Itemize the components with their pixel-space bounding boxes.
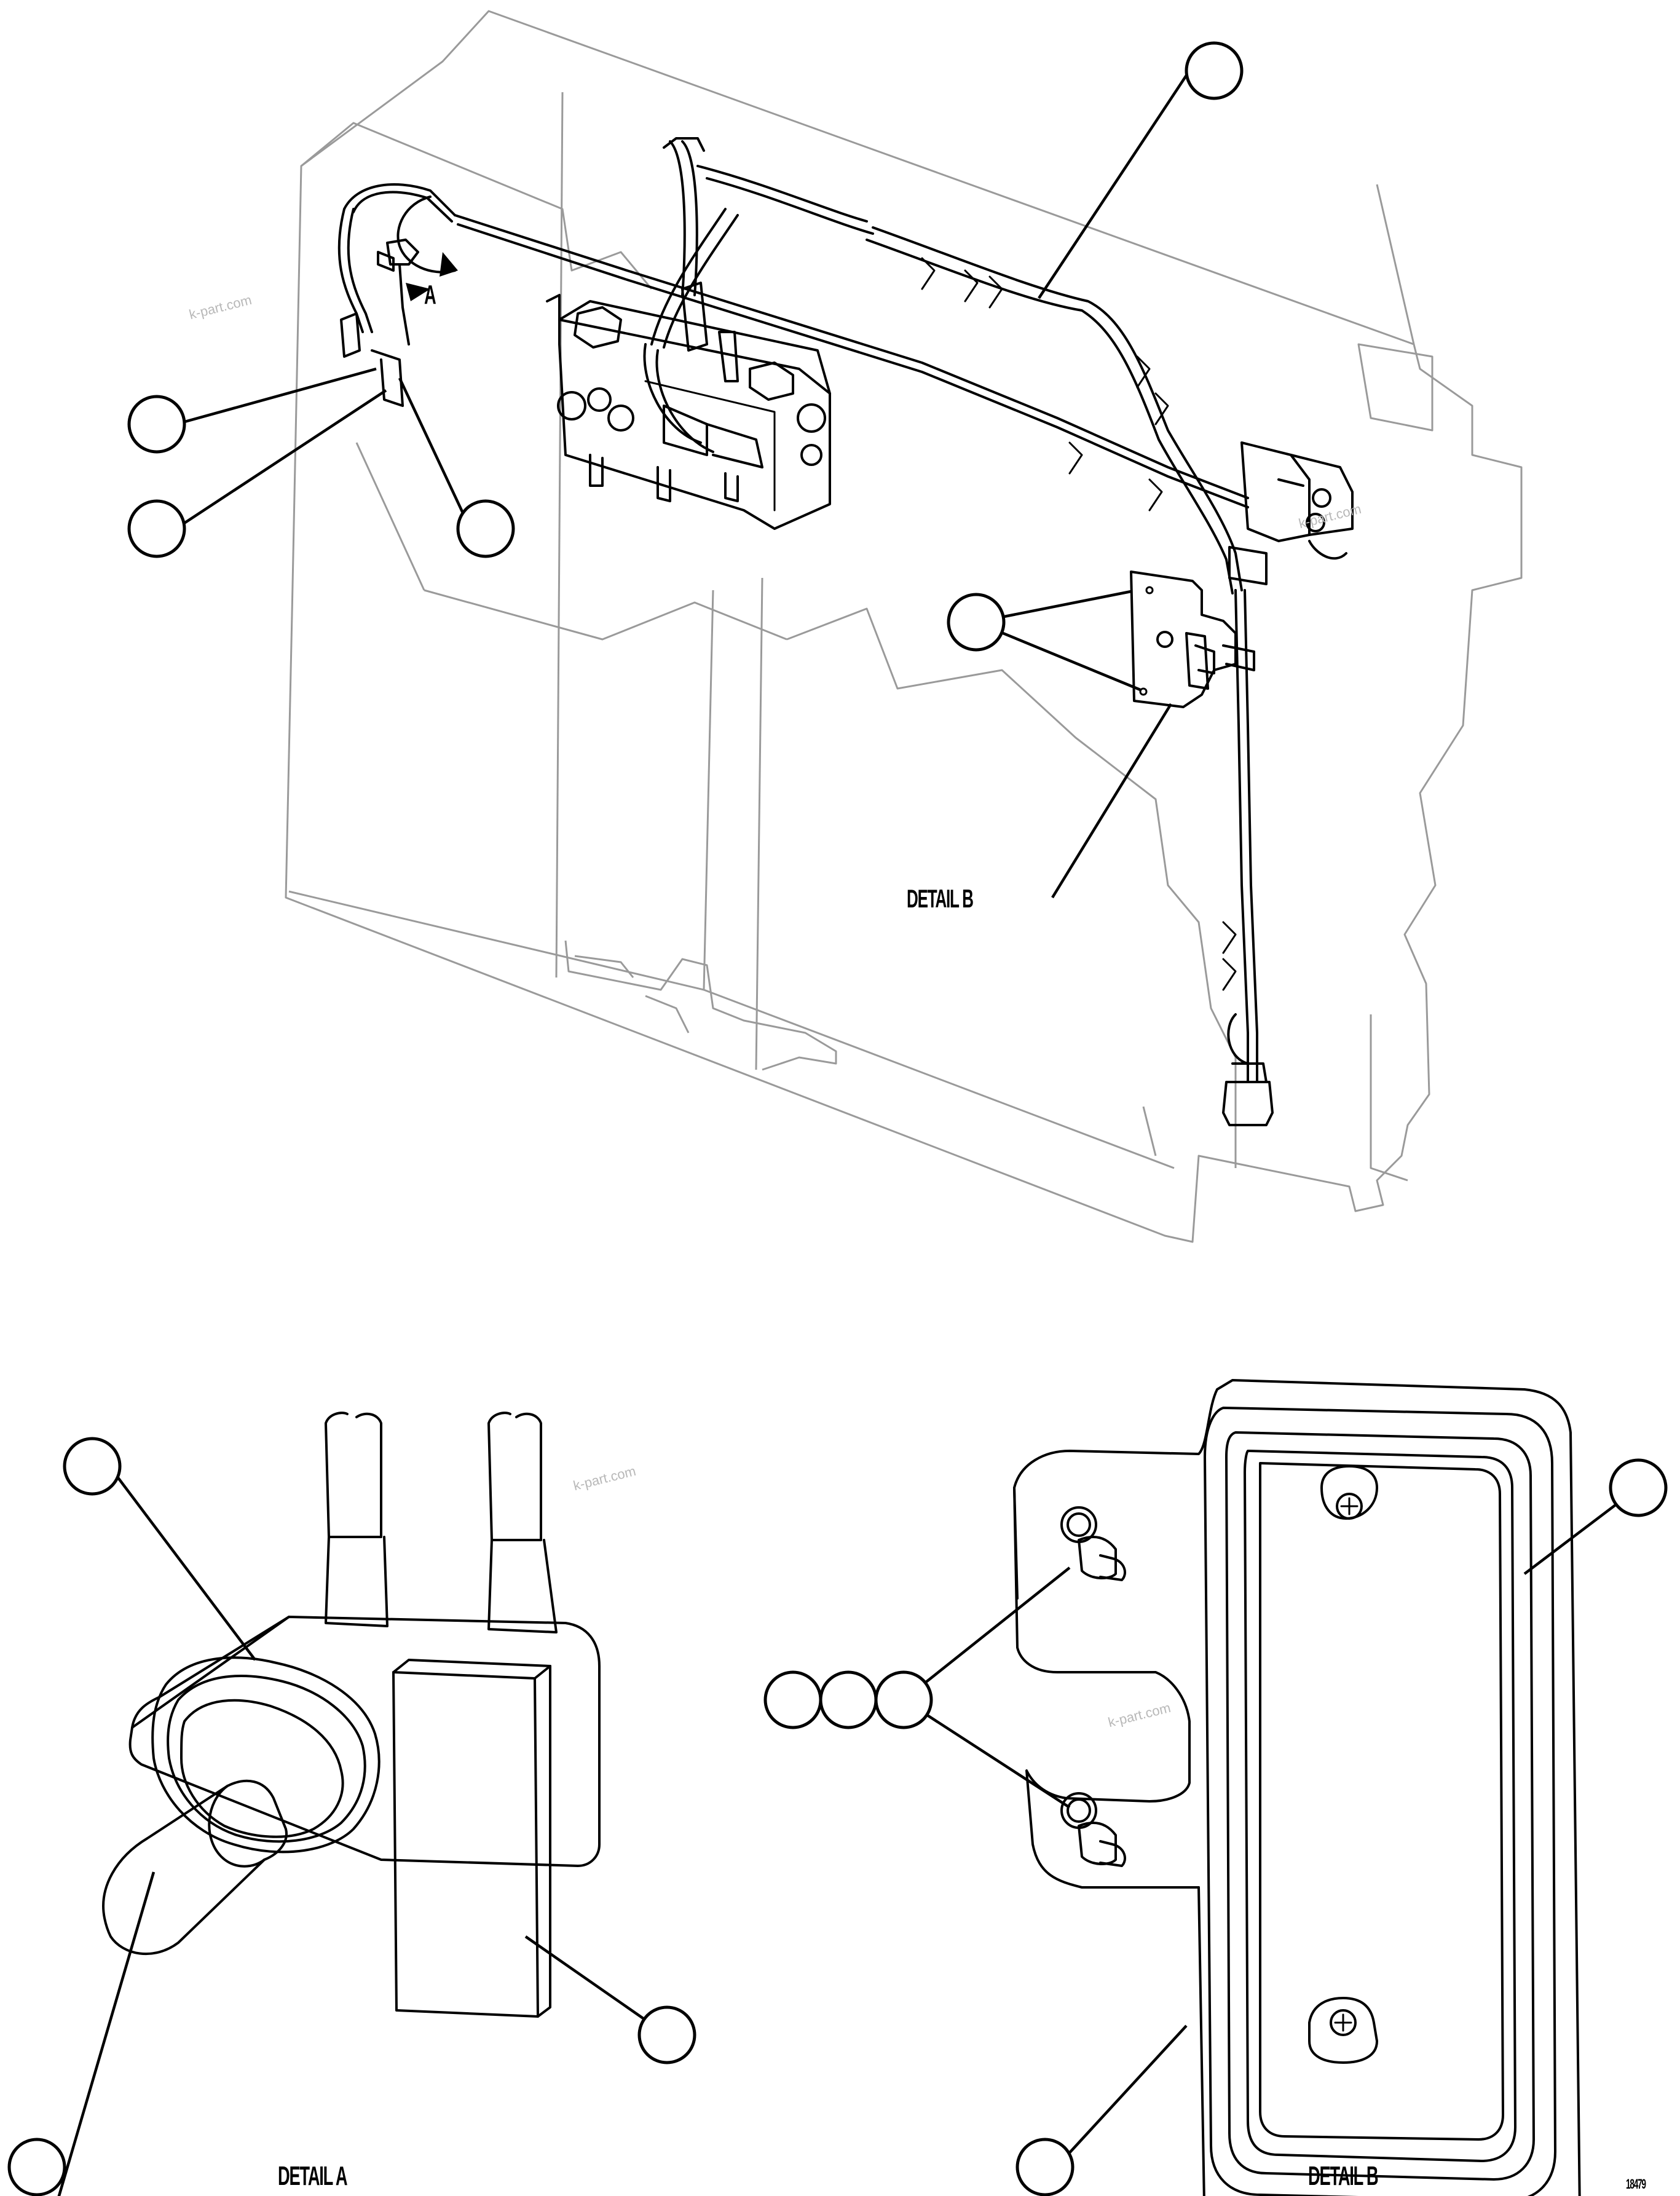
callout-bubble (1015, 2138, 1075, 2196)
callout-bubble (1609, 1458, 1668, 1517)
callout-bubble (127, 499, 186, 558)
callout-bubble (456, 499, 515, 558)
callout-bubble (819, 1670, 878, 1729)
callout-bubble (874, 1670, 933, 1729)
callout-bubble (637, 2005, 696, 2064)
switch-bracket (340, 239, 419, 407)
callout-bubble (947, 593, 1006, 652)
hose-harness (337, 137, 1354, 1126)
detail-b-upper-label: DETAIL B (907, 884, 974, 913)
callout-bubble (63, 1437, 122, 1496)
detail-a-caption: DETAIL A (278, 2161, 348, 2191)
housing-outline (285, 10, 1523, 1243)
callout-bubble (763, 1670, 822, 1729)
detail-a-arrow-label: A (424, 280, 436, 310)
detail-a-marker (396, 196, 458, 301)
valve-block (546, 282, 831, 530)
leader-lines (57, 69, 1639, 2196)
detail-a-switch (102, 1412, 601, 2018)
light-bracket-small (1130, 571, 1255, 708)
figure-id: 18479 (1626, 2176, 1646, 2192)
detail-b-caption: DETAIL B (1308, 2161, 1379, 2191)
callout-bubble (1185, 41, 1244, 100)
callout-bubble (7, 2138, 66, 2196)
detail-b-light (1013, 1379, 1581, 2196)
callout-bubbles (7, 41, 1668, 2196)
callout-bubble (127, 395, 186, 454)
